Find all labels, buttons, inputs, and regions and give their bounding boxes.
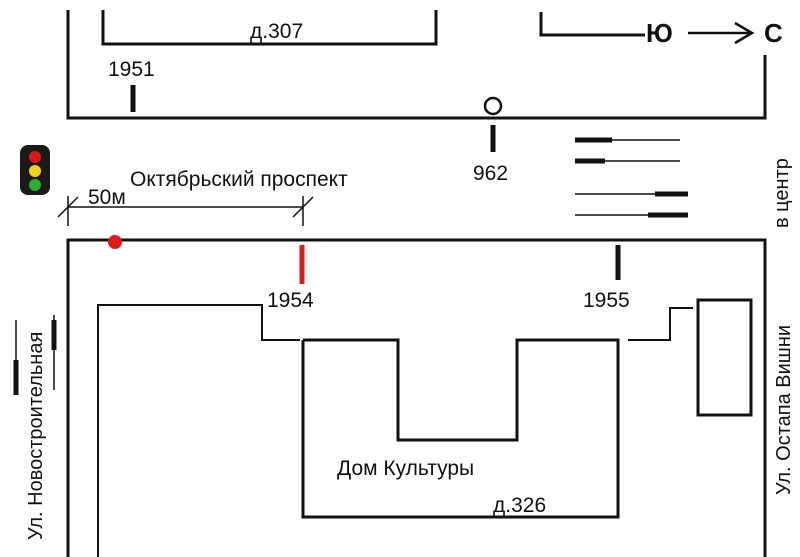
culture-house-building: Дом Культуры д.326 — [301, 338, 620, 519]
stop-962-label: 962 — [473, 162, 508, 185]
left-building — [97, 304, 300, 557]
lane-markings — [575, 137, 688, 218]
scale-bar: 50м — [57, 186, 314, 226]
upper-road-block — [66, 10, 767, 120]
left-street: Ул. Новостроительная — [13, 315, 57, 540]
main-avenue-label: Октябрьский проспект — [130, 168, 348, 191]
compass-south-label: Ю — [646, 18, 673, 48]
stop-1955: 1955 — [583, 245, 630, 312]
culture-house-number-label: д.326 — [493, 494, 546, 517]
direction-hint-label: в центр — [771, 158, 793, 228]
lower-road-block — [66, 238, 767, 557]
top-building: д.307 — [101, 10, 438, 46]
compass-arrow-icon — [734, 21, 755, 45]
annex-building — [696, 298, 753, 417]
stop-1954-label: 1954 — [267, 289, 314, 312]
traffic-light-icon — [20, 145, 50, 195]
stop-1951-label: 1951 — [108, 58, 155, 81]
compass: Ю С — [539, 12, 783, 48]
stop-circle-icon — [483, 96, 503, 116]
stop-1955-label: 1955 — [583, 289, 630, 312]
right-street-label: Ул. Остапа Вишни — [773, 325, 795, 495]
stop-1954: 1954 — [267, 245, 314, 312]
top-building-label: д.307 — [250, 20, 303, 43]
stop-1951: 1951 — [108, 58, 155, 112]
culture-house-label: Дом Культуры — [337, 457, 474, 480]
location-dot-icon — [108, 235, 122, 249]
scale-label: 50м — [88, 186, 126, 209]
left-street-label: Ул. Новостроительная — [25, 332, 47, 540]
stop-962: 962 — [473, 96, 508, 185]
right-annex — [628, 298, 753, 417]
compass-north-label: С — [764, 18, 783, 48]
